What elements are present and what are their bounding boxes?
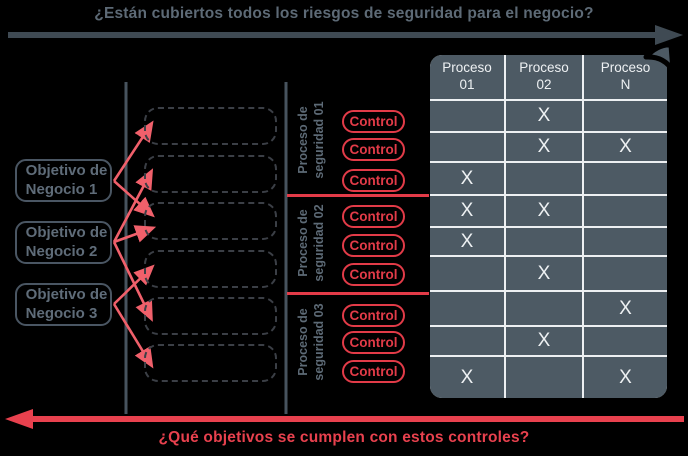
matrix-header-proceso-01: Proceso 01 (430, 55, 504, 99)
matrix-cell-empty (506, 357, 582, 398)
matrix-cell-empty (584, 163, 667, 194)
matrix-cell-empty (506, 163, 582, 194)
matrix-cell-marked: X (430, 163, 504, 194)
dashed-process-box-6 (144, 344, 277, 382)
objective-box-3: Objetivo de Negocio 3 (15, 283, 112, 326)
matrix-header-proceso-n: Proceso N (584, 55, 667, 99)
page-curl-icon (643, 42, 676, 74)
control-pill: Control (342, 205, 405, 228)
matrix-cell-empty (430, 133, 504, 161)
matrix-cell-empty (584, 101, 667, 131)
control-pill: Control (342, 234, 405, 257)
matrix-cell-empty (584, 196, 667, 226)
matrix-cell-marked: X (506, 327, 582, 355)
matrix-cell-empty (430, 257, 504, 290)
top-question: ¿Están cubiertos todos los riesgos de se… (94, 5, 594, 22)
dashed-process-box-1 (144, 107, 277, 145)
matrix-cell-empty (430, 292, 504, 325)
security-process-label-2: Proceso de seguridad 02 (295, 204, 326, 282)
matrix-header-proceso-02: Proceso 02 (506, 55, 582, 99)
dashed-process-box-3 (144, 202, 277, 240)
control-pill: Control (342, 169, 405, 192)
group-separator (287, 194, 429, 197)
matrix-cell-marked: X (584, 133, 667, 161)
connector-arrow (113, 180, 155, 218)
control-pill: Control (342, 138, 405, 161)
matrix-cell-empty (506, 228, 582, 255)
matrix-cell-marked: X (506, 257, 582, 290)
matrix-cell-empty (430, 327, 504, 355)
dashed-process-box-4 (144, 250, 277, 288)
control-pill: Control (342, 360, 405, 383)
matrix-cell-empty (506, 292, 582, 325)
objective-box-2: Objetivo de Negocio 2 (15, 221, 112, 264)
matrix-cell-marked: X (430, 228, 504, 255)
matrix-cell-marked: X (584, 292, 667, 325)
matrix-cell-marked: X (430, 196, 504, 226)
control-pill: Control (342, 263, 405, 286)
group-separator (287, 292, 429, 295)
security-process-label-3: Proceso de seguridad 03 (295, 303, 326, 381)
control-pill: Control (342, 304, 405, 327)
matrix-cell-marked: X (584, 357, 667, 398)
matrix-cell-marked: X (506, 133, 582, 161)
bottom-arrow (5, 409, 684, 429)
control-pill: Control (342, 110, 405, 133)
matrix-cell-empty (584, 257, 667, 290)
dashed-process-box-2 (144, 155, 277, 193)
matrix-cell-marked: X (506, 101, 582, 131)
bottom-question: ¿Qué objetivos se cumplen con estos cont… (158, 429, 530, 446)
matrix-cell-marked: X (430, 357, 504, 398)
top-arrow (8, 25, 683, 45)
security-process-label-1: Proceso de seguridad 01 (295, 101, 326, 179)
objective-box-1: Objetivo de Negocio 1 (15, 159, 112, 202)
matrix-cell-empty (584, 228, 667, 255)
matrix-cell-empty (430, 101, 504, 131)
dashed-process-box-5 (144, 297, 277, 335)
control-pill: Control (342, 331, 405, 354)
matrix-cell-empty (584, 327, 667, 355)
matrix-cell-marked: X (506, 196, 582, 226)
